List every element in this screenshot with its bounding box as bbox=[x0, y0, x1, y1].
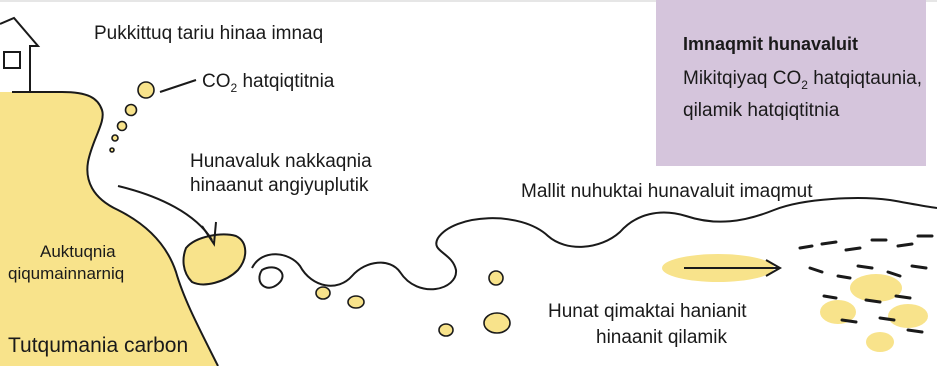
right-sediment-blobs bbox=[820, 274, 928, 352]
info-body-subscript: 2 bbox=[801, 77, 808, 92]
co2-label: CO2 hatqiqtitnia bbox=[202, 70, 334, 100]
info-body-prefix: Mikitqiyaq CO bbox=[683, 68, 802, 89]
co2-subscript: 2 bbox=[230, 80, 238, 95]
co2-suffix: hatqiqtitnia bbox=[237, 71, 335, 92]
sediment-particles bbox=[315, 270, 511, 337]
cliff-outline bbox=[12, 91, 219, 366]
cliff-soil bbox=[0, 92, 218, 366]
house-icon bbox=[0, 16, 41, 92]
info-body-suffix: hatqiqtaunia, qilamik hatqiqtitnia bbox=[683, 68, 923, 121]
ocean-label-line2: hinaanit qilamik bbox=[596, 327, 727, 348]
falling-block bbox=[182, 233, 247, 286]
ocean-label-line1: Hunat qimaktai hanianit bbox=[548, 301, 747, 322]
cliff-label-line2: hinaanut angiyuplutik bbox=[190, 175, 369, 196]
info-box-title: Imnaqmit hunavaluit bbox=[683, 34, 859, 54]
wave-curl bbox=[258, 266, 284, 289]
carbon-label: Tutqumania carbon bbox=[8, 334, 189, 357]
info-box-body: Mikitqiyaq CO2 hatqiqtaunia, qilamik hat… bbox=[683, 66, 923, 124]
waves-label: Mallit nuhuktai hunavaluit imaqmut bbox=[521, 181, 813, 202]
info-box: Imnaqmit hunavaluit Mikitqiyaq CO2 hatqi… bbox=[656, 0, 926, 166]
cliff-label-line1: Hunavaluk nakkaqnia bbox=[190, 151, 372, 172]
house-label: Pukkittuq tariu hinaa imnaq bbox=[94, 23, 324, 44]
wave-line bbox=[251, 197, 937, 291]
co2-prefix: CO bbox=[202, 71, 231, 92]
rock-label-line1: Auktuqnia bbox=[40, 242, 116, 261]
fish-school bbox=[798, 234, 934, 334]
co2-bubbles bbox=[109, 81, 155, 153]
drift-arrowhead bbox=[765, 259, 783, 277]
co2-pointer bbox=[159, 79, 197, 93]
rock-label-line2: qiqumainnarniq bbox=[8, 264, 125, 283]
collapse-arrowhead bbox=[201, 221, 217, 247]
